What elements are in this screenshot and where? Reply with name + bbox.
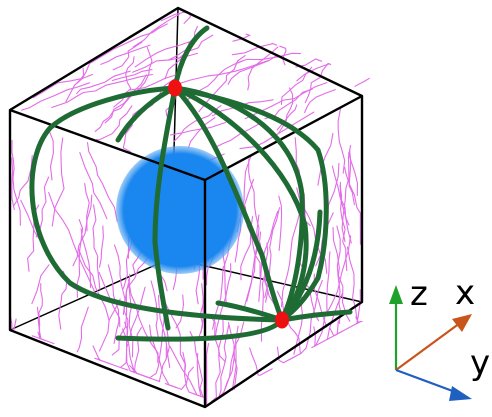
fiber-strand xyxy=(250,348,273,375)
y-axis xyxy=(396,370,458,393)
y-axis-label: y xyxy=(470,343,490,383)
y-axis-arrowhead xyxy=(449,386,472,401)
fiber-strand xyxy=(212,346,235,401)
x-axis xyxy=(396,323,460,370)
fiber-strand xyxy=(190,332,203,398)
fiber-strand xyxy=(94,358,101,361)
fiber-strand xyxy=(349,150,354,205)
fiber-strand xyxy=(77,307,88,352)
fiber-strand xyxy=(150,325,177,388)
fiber-strand xyxy=(165,367,193,389)
fiber-strand xyxy=(279,196,282,250)
fiber-strand xyxy=(49,131,53,180)
fiber-strand xyxy=(12,140,21,225)
fiber-strand xyxy=(311,327,315,348)
fiber-strand xyxy=(93,346,128,370)
trajectory xyxy=(118,320,282,339)
red-endpoint-bottom xyxy=(275,312,289,329)
x-axis-arrowhead xyxy=(452,314,472,332)
fiber-strand xyxy=(342,146,350,242)
red-endpoint-top xyxy=(168,80,182,97)
x-axis-label: x xyxy=(455,273,475,313)
fiber-strand xyxy=(355,78,370,86)
fiber-strand xyxy=(345,167,361,244)
z-axis-arrowhead xyxy=(389,285,403,304)
fiber-strand xyxy=(171,123,226,135)
fiber-strand xyxy=(39,284,42,326)
fiber-strand xyxy=(290,331,310,360)
fiber-strand xyxy=(327,252,330,313)
z-axis-label: z xyxy=(410,274,428,314)
fiber-strand xyxy=(52,138,64,226)
axes-gizmo: z x y xyxy=(389,273,490,401)
fiber-strand xyxy=(133,53,198,72)
fiber-strand xyxy=(100,226,104,267)
fiber-strand xyxy=(93,24,168,62)
fiber-strand xyxy=(213,267,224,329)
fiber-strand xyxy=(93,205,100,289)
